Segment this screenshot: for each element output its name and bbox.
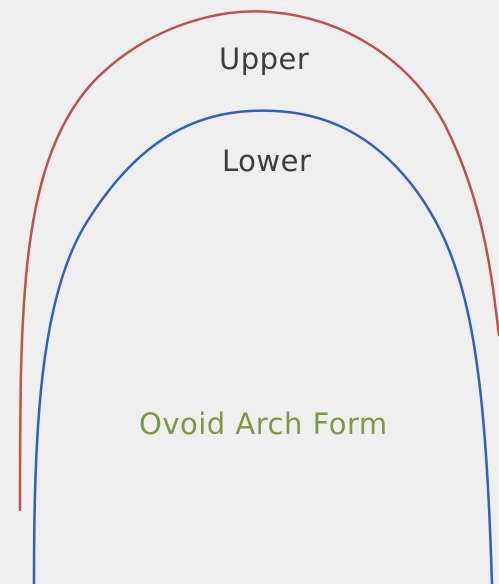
lower-arch-curve xyxy=(32,109,494,584)
upper-arch-label: Upper xyxy=(219,42,310,76)
upper-arch-curve xyxy=(18,10,499,512)
arch-form-title: Ovoid Arch Form xyxy=(139,407,388,441)
lower-arch-label: Lower xyxy=(222,144,312,178)
